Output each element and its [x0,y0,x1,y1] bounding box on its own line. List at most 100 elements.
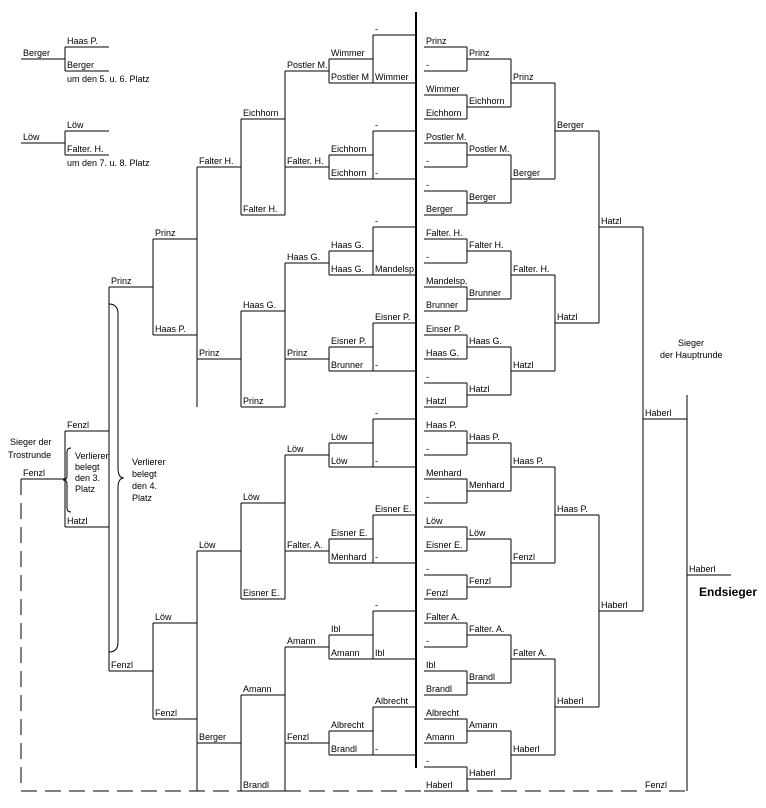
main-r4-player: Berger [557,120,584,130]
main-r3-player: Haas P. [513,456,544,466]
main-r2-player: Falter. A. [469,624,505,634]
main-r1-player: Eisner E. [426,540,463,550]
main-r1-player: - [426,444,429,454]
placement-player: Berger [23,48,50,58]
main-r1-player: Mandelsp. [426,276,468,286]
consolation-r1-player: Eisner P. [375,312,410,322]
consolation-r1-player: - [375,408,378,418]
consolation-r1-player: - [375,456,378,466]
main-r1-player: - [426,636,429,646]
main-r1-player: - [426,156,429,166]
losers-fourth-place-brace [108,303,125,653]
consolation-r3-player: Amann [243,684,272,694]
consolation-r4-player: Prinz [199,348,220,358]
consolation-r1-player: Löw [331,456,348,466]
main-r2-player: Menhard [469,480,505,490]
consolation-r1-player: - [375,360,378,370]
placement-player: Berger [67,60,94,70]
main-r2-player: Haas G. [469,336,502,346]
consolation-r1-player: - [375,24,378,34]
main-r1-player: Albrecht [426,708,460,718]
main-r3-player: Hatzl [513,360,534,370]
champion-name: Haberl [689,564,716,574]
consolation-r1-player: Ibl [375,648,385,658]
consolation-r3-player: Haas G. [243,300,276,310]
consolation-winner-caption: Trostrunde [8,450,51,460]
main-r1-player: Berger [426,204,453,214]
placement-player: Löw [67,120,84,130]
consolation-r1-player: Wimmer [375,72,409,82]
main-r1-player: - [426,564,429,574]
consolation-r1-player: Eichhorn [331,144,367,154]
consolation-r3-player: Prinz [243,396,264,406]
consolation-r1-player: - [375,744,378,754]
main-r1-player: Wimmer [426,84,460,94]
final-consolation-player: Fenzl [645,780,667,790]
main-r1-player: Falter A. [426,612,460,622]
main-r2-player: Prinz [469,48,490,58]
third-place-caption: belegt [75,462,100,472]
main-r4-player: Haberl [557,696,584,706]
main-r1-player: Haas P. [426,420,457,430]
consolation-r2-player: Prinz [287,348,308,358]
consolation-r6-player: Prinz [111,276,132,286]
main-r1-player: Löw [426,516,443,526]
consolation-r3-player: Eisner E. [243,588,280,598]
placement-caption: um den 7. u. 8. Platz [67,158,150,168]
consolation-r5-player: Löw [155,612,172,622]
main-r1-player: Haas G. [426,348,459,358]
main-r1-player: - [426,372,429,382]
main-r2-player: Brunner [469,288,501,298]
third-place-caption: den 3. [75,473,100,483]
consolation-r3-player: Eichhorn [243,108,279,118]
main-r3-player: Falter. H. [513,264,550,274]
consolation-r1-player: - [375,600,378,610]
consolation-r3-player: Löw [243,492,260,502]
consolation-r1-player: Postler M [331,72,369,82]
main-r1-player: - [426,60,429,70]
consolation-r2-player: Postler M. [287,60,328,70]
consolation-r2-player: Falter. A. [287,540,323,550]
main-winner-caption: Sieger [678,338,704,348]
main-r1-player: - [426,492,429,502]
consolation-r1-player: - [375,168,378,178]
main-r1-player: - [426,252,429,262]
losers-fourth-place-label: belegt [132,469,157,479]
main-r3-player: Fenzl [513,552,535,562]
main-r2-player: Falter H. [469,240,504,250]
consolation-r1-player: - [375,552,378,562]
main-r1-player: Prinz [426,36,447,46]
main-winner: Haberl [645,408,672,418]
consolation-r1-player: Wimmer [331,48,365,58]
main-r1-player: Menhard [426,468,462,478]
main-r3-player: Haberl [513,744,540,754]
consolation-r1-player: Eichhorn [331,168,367,178]
placement-caption: um den 5. u. 6. Platz [67,74,150,84]
consolation-r1-player: Menhard [331,552,367,562]
main-r2-player: Fenzl [469,576,491,586]
main-r4-player: Haas P. [557,504,588,514]
consolation-r1-player: Haas G. [331,240,364,250]
consolation-r4-player: Löw [199,540,216,550]
consolation-r5-player: Fenzl [155,708,177,718]
consolation-r1-player: Eisner P. [331,336,366,346]
main-r1-player: Eichhorn [426,108,462,118]
consolation-winner-caption: Sieger der [10,437,52,447]
main-winner-caption: der Hauptrunde [660,350,723,360]
consolation-r1-player: Haas G. [331,264,364,274]
consolation-r1-player: Brandl [331,744,357,754]
main-r3-player: Falter A. [513,648,547,658]
main-r2-player: Haas P. [469,432,500,442]
third-place-player: Hatzl [67,516,88,526]
consolation-r2-player: Fenzl [287,732,309,742]
consolation-r3-player: Brandl [243,780,269,790]
third-place-caption: Platz [75,484,96,494]
losers-fourth-place-label: Platz [132,493,153,503]
consolation-r1-player: Brunner [331,360,363,370]
bracket-lines [20,12,731,792]
main-r1-player: Haberl [426,780,453,790]
consolation-r1-player: Löw [331,432,348,442]
main-r5-player: Haberl [601,600,628,610]
